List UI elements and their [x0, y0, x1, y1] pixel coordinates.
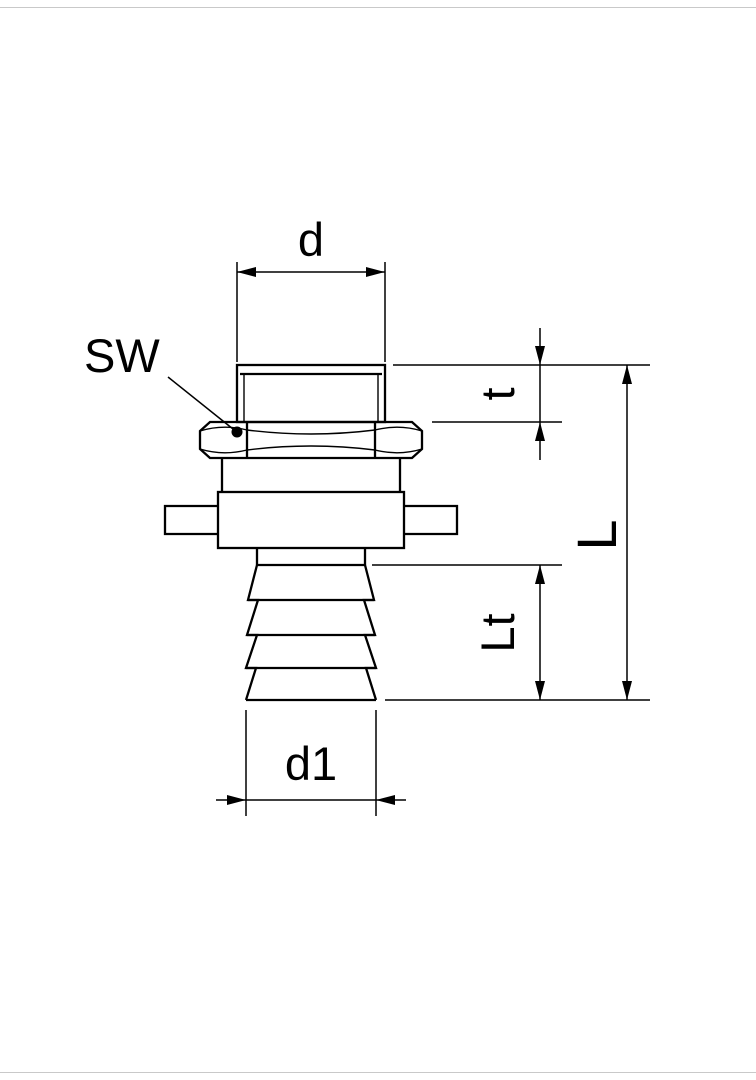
l-arrow-bottom [622, 681, 632, 700]
hex-chamfer-arcs-top [199, 426, 423, 435]
collar [216, 490, 406, 550]
label-sw: SW [84, 329, 234, 430]
d1-arrow-right [376, 795, 395, 805]
l-label: L [565, 519, 628, 550]
hex-nut-outline [198, 420, 424, 460]
lt-arrow-top [535, 565, 545, 584]
page-border-bottom [0, 1072, 756, 1073]
lt-arrow-bottom [535, 681, 545, 700]
lt-label: Lt [471, 613, 524, 652]
sw-leader-line [167, 376, 234, 430]
barb-left-profile [244, 564, 260, 701]
dimension-l: L [385, 365, 650, 701]
t-arrow-bottom [535, 422, 545, 441]
dimension-lt: Lt [372, 564, 562, 700]
d-arrow-right [366, 267, 385, 277]
sw-label: SW [84, 329, 160, 382]
page-border-top [0, 7, 756, 8]
dimension-t: t [393, 328, 650, 460]
t-arrow-top [535, 346, 545, 365]
d-label: d [298, 213, 324, 266]
fitting-outline [163, 363, 459, 702]
d1-arrow-left [227, 795, 246, 805]
hex-chamfer-arcs-bottom [199, 445, 423, 454]
barb-right-profile [362, 564, 378, 701]
dimension-d1: d1 [216, 710, 406, 816]
d-arrow-left [237, 267, 256, 277]
t-label: t [471, 387, 524, 400]
l-arrow-top [622, 365, 632, 384]
collar-tab-left [163, 504, 218, 536]
sw-leader-dot [231, 426, 243, 438]
collar-tab-right [404, 504, 459, 536]
dimension-d: d [236, 213, 386, 362]
d1-label: d1 [285, 737, 337, 790]
